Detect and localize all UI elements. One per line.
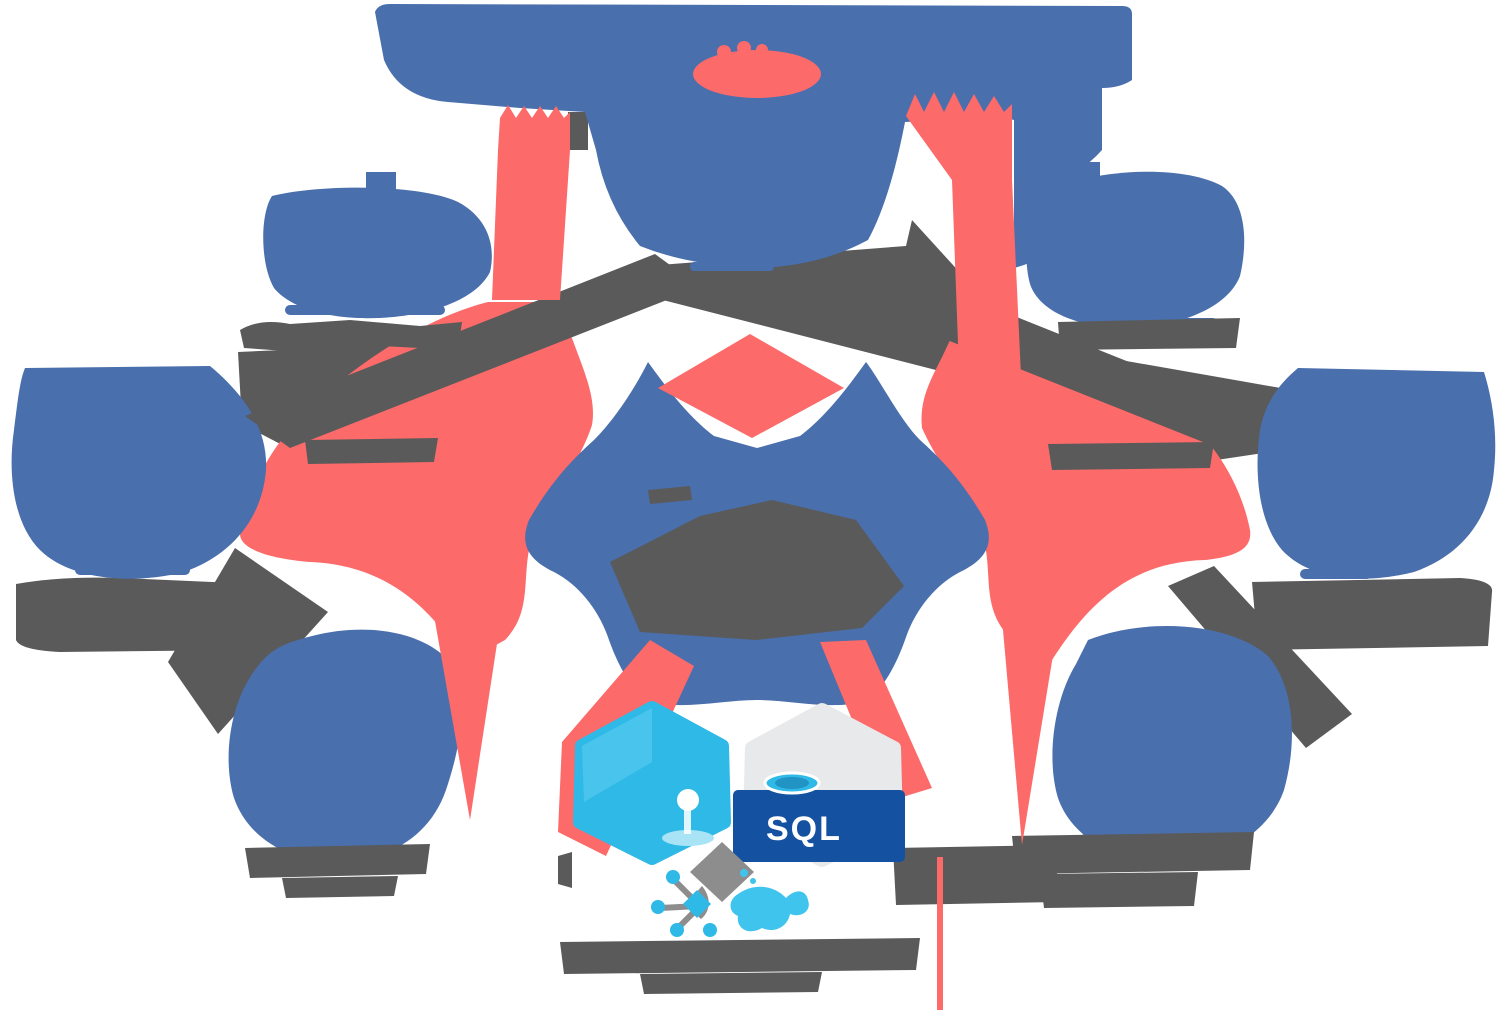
hex-left-gray-sliver — [558, 852, 572, 888]
bottom-left-icon-blob — [228, 629, 462, 862]
thin-red-line — [937, 857, 943, 1010]
red-band-to-hex-right — [820, 640, 932, 802]
gray-arm-upper-left — [245, 254, 700, 448]
upper-left-icon-tab — [366, 172, 396, 192]
upper-right-label-line1 — [1058, 318, 1240, 350]
red-band-lower-left — [432, 598, 504, 820]
bottom-right-icon-blob — [1052, 626, 1292, 862]
gray-arms-and-labels — [240, 254, 1264, 994]
data-splash-icon — [730, 869, 809, 932]
left-icon-blob — [11, 366, 267, 579]
bottom-center-label-line2 — [640, 972, 822, 994]
left-label-blob — [16, 577, 258, 652]
top-red-ellipse — [693, 50, 821, 98]
sql-label: SQL — [766, 810, 842, 848]
network-node-1 — [666, 870, 680, 884]
bottom-center-label-line1 — [560, 938, 920, 974]
sql-right-gray-mass — [893, 845, 1058, 905]
ellipse-scallop-1 — [717, 45, 731, 59]
pin-head — [677, 789, 699, 811]
splash-dot-2 — [750, 878, 756, 884]
gray-arm-upper-right — [814, 254, 1264, 448]
upper-right-icon-blob — [1026, 171, 1245, 329]
pin-stem — [684, 806, 691, 834]
upper-right-icon-tab — [1020, 162, 1100, 192]
network-node-4 — [703, 923, 717, 937]
network-graph-icon — [651, 870, 717, 937]
bottom-right-label-line1 — [1012, 832, 1254, 874]
network-node-3 — [670, 923, 684, 937]
upper-left-label-line2 — [305, 438, 438, 464]
hub-text-blob — [610, 500, 904, 640]
upper-left-icon-blob — [263, 187, 492, 319]
center-red-diamond — [658, 334, 844, 438]
pin-base — [662, 830, 714, 846]
ellipse-scallop-3 — [756, 44, 768, 56]
gray-diamond — [690, 842, 754, 902]
upper-left-label-line1 — [240, 320, 462, 352]
blue-service-blobs — [11, 4, 1496, 862]
sql-banner — [733, 790, 905, 862]
right-label-blob — [1252, 578, 1493, 650]
sql-cylinder-inner — [775, 777, 809, 789]
hexagon-pin-highlight — [582, 708, 652, 802]
hub-text-dash — [648, 486, 692, 504]
upper-right-label-line2 — [1048, 442, 1214, 470]
bottom-right-label-line2 — [1040, 872, 1198, 908]
bottom-left-label-line1 — [245, 844, 430, 878]
network-node-2 — [651, 900, 665, 914]
top-cloud-blob — [375, 4, 1132, 268]
column-sliver — [568, 112, 588, 150]
splash-dot-1 — [740, 869, 748, 877]
right-icon-blob — [1257, 368, 1496, 579]
bottom-left-label-line2 — [282, 876, 398, 898]
network-node-diamond — [683, 890, 711, 918]
red-band-lower-right — [1000, 596, 1062, 845]
splash-body — [730, 886, 809, 932]
ellipse-scallop-2 — [737, 41, 751, 55]
red-column-right — [906, 92, 1022, 398]
bottom-icon-cluster: SQL — [573, 701, 905, 937]
red-column-left — [492, 105, 570, 300]
